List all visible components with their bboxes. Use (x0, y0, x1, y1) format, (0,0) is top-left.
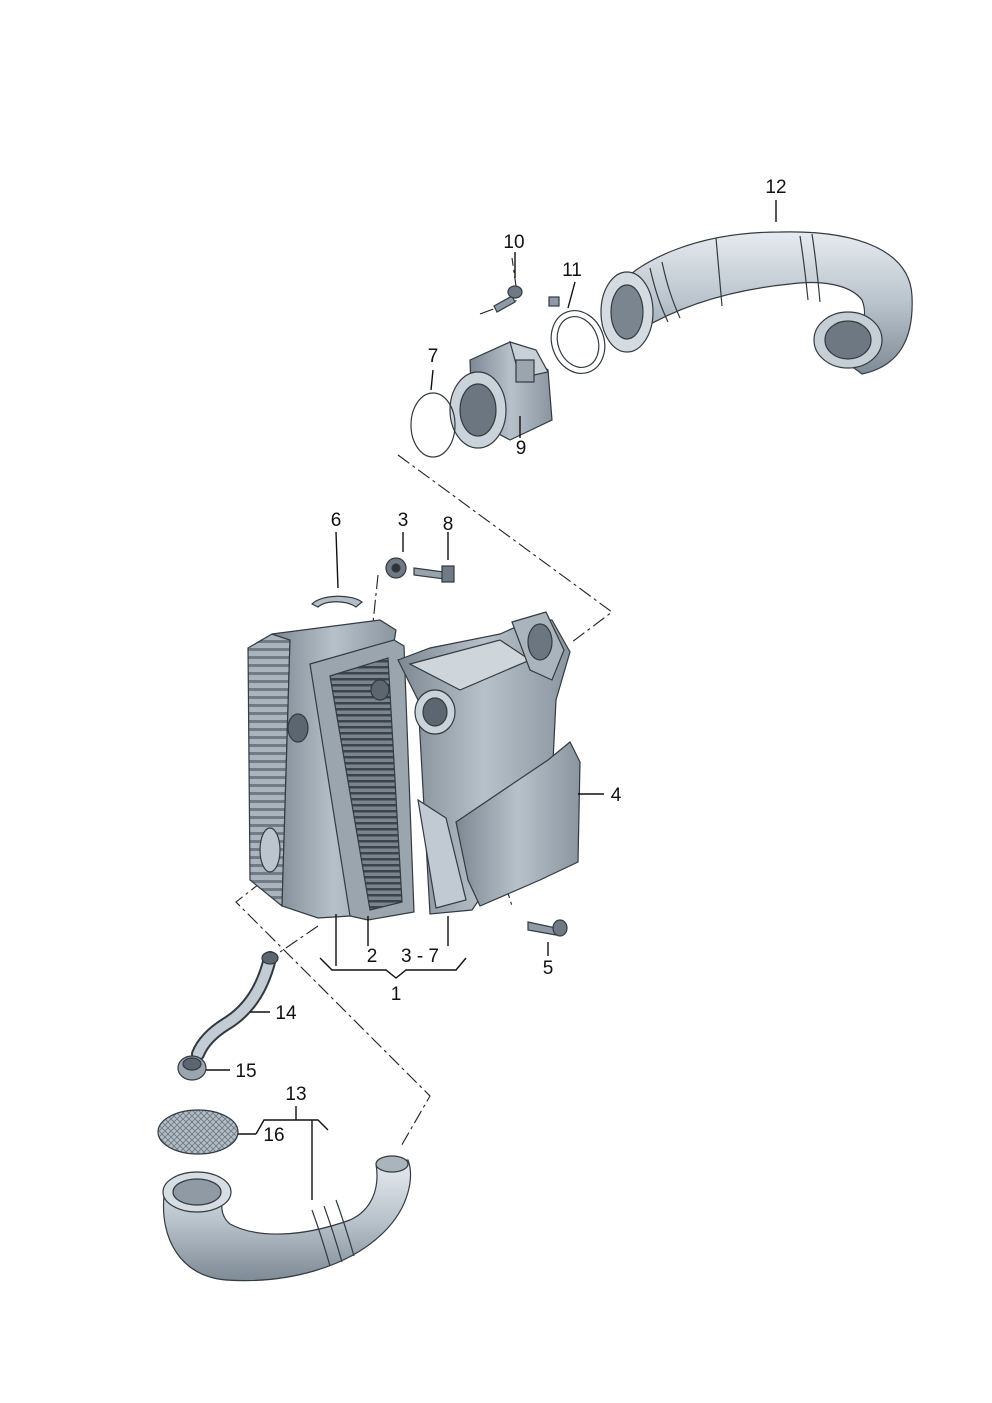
label-3: 3 (398, 510, 409, 531)
label-2: 2 (367, 946, 378, 967)
label-5: 5 (543, 958, 554, 979)
label-4: 4 (611, 785, 622, 806)
label-10: 10 (503, 232, 524, 253)
label-7: 7 (428, 346, 439, 367)
hose-clamp (548, 296, 606, 374)
screw-top (493, 285, 523, 313)
screw-lower (527, 919, 568, 937)
label-11: 11 (562, 260, 582, 281)
bolt (413, 565, 455, 583)
assembly-line (397, 454, 613, 643)
mesh-screen (157, 1109, 239, 1155)
label-6: 6 (331, 510, 342, 531)
label-8: 8 (443, 514, 454, 535)
label-9: 9 (516, 438, 527, 459)
sealing-ring (410, 392, 456, 458)
cover-plate (455, 741, 581, 907)
intake-hose-lower (162, 1155, 411, 1282)
retaining-clip (310, 595, 363, 608)
label-15: 15 (235, 1061, 256, 1082)
assembly-line (279, 925, 319, 953)
label-16: 16 (263, 1125, 284, 1146)
grommet (385, 557, 407, 579)
air-mass-meter (449, 341, 553, 449)
assembly-line (479, 257, 519, 315)
label-13: 13 (285, 1084, 306, 1105)
intake-hose-upper (600, 231, 913, 375)
drain-valve (177, 1055, 207, 1081)
label-12: 12 (765, 177, 786, 198)
label-14: 14 (275, 1003, 297, 1024)
air-filter-housing (247, 611, 571, 921)
label-3-7: 3 - 7 (401, 946, 439, 967)
label-1: 1 (391, 984, 402, 1005)
